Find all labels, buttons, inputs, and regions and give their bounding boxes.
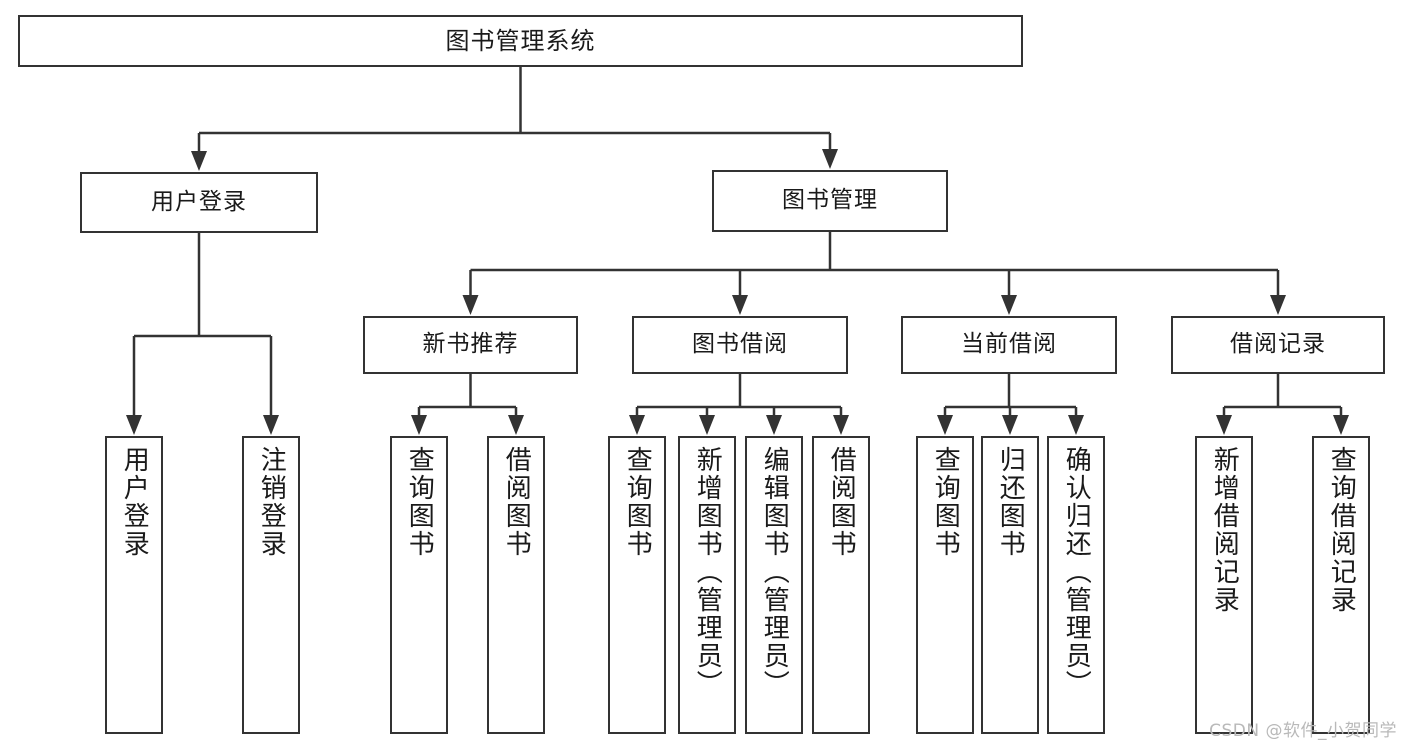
node-root[interactable]: 图书管理系统: [18, 15, 1023, 67]
node-leaf-borrow-book-2[interactable]: 借阅图书: [812, 436, 870, 734]
node-label: 用户登录: [151, 188, 247, 215]
node-label: 归还图书: [995, 446, 1026, 558]
node-leaf-borrow-book-1[interactable]: 借阅图书: [487, 436, 545, 734]
node-leaf-add-book[interactable]: 新增图书（管理员）: [678, 436, 736, 734]
edge-arrowhead: [1001, 295, 1017, 315]
node-borrow-record[interactable]: 借阅记录: [1171, 316, 1385, 374]
node-leaf-edit-book[interactable]: 编辑图书（管理员）: [745, 436, 803, 734]
node-leaf-query-book-2[interactable]: 查询图书: [608, 436, 666, 734]
edge-arrowhead: [1002, 415, 1018, 435]
node-label: 查询图书: [404, 446, 435, 558]
edge-arrowhead: [1216, 415, 1232, 435]
node-leaf-query-book-3[interactable]: 查询图书: [916, 436, 974, 734]
node-leaf-logout[interactable]: 注销登录: [242, 436, 300, 734]
edge-arrowhead: [629, 415, 645, 435]
node-label: 查询图书: [622, 446, 653, 558]
node-label: 注销登录: [256, 446, 287, 558]
node-label: 新增借阅记录: [1209, 446, 1240, 614]
node-user-login[interactable]: 用户登录: [80, 172, 318, 233]
edge-arrowhead: [411, 415, 427, 435]
edge-arrowhead: [732, 295, 748, 315]
node-leaf-add-record[interactable]: 新增借阅记录: [1195, 436, 1253, 734]
node-label: 借阅图书: [501, 446, 532, 558]
edge-arrowhead: [699, 415, 715, 435]
node-label: 确认归还（管理员）: [1061, 446, 1092, 698]
edge-arrowhead: [766, 415, 782, 435]
edge-arrowhead: [937, 415, 953, 435]
node-label: 图书管理系统: [445, 26, 596, 55]
node-label: 借阅图书: [826, 446, 857, 558]
node-label: 查询借阅记录: [1326, 446, 1357, 614]
node-book-manage[interactable]: 图书管理: [712, 170, 948, 232]
node-leaf-confirm-return[interactable]: 确认归还（管理员）: [1047, 436, 1105, 734]
node-label: 编辑图书（管理员）: [759, 446, 790, 698]
watermark: CSDN @软件_小贺同学: [1209, 721, 1397, 741]
edge-arrowhead: [1270, 295, 1286, 315]
edge-arrowhead: [822, 149, 838, 169]
edge-arrowhead: [462, 295, 479, 315]
node-new-book-rec[interactable]: 新书推荐: [363, 316, 578, 374]
edge-arrowhead: [833, 415, 849, 435]
edge-arrowhead: [263, 415, 279, 435]
edge-arrowhead: [508, 415, 524, 435]
node-current-borrow[interactable]: 当前借阅: [901, 316, 1117, 374]
node-leaf-return-book[interactable]: 归还图书: [981, 436, 1039, 734]
edge-arrowhead: [1333, 415, 1349, 435]
node-label: 借阅记录: [1230, 331, 1326, 358]
edge-arrowhead: [126, 415, 142, 435]
edge-arrowhead: [1068, 415, 1084, 435]
node-label: 新增图书（管理员）: [692, 446, 723, 698]
node-label: 图书借阅: [692, 331, 788, 358]
node-label: 图书管理: [782, 187, 878, 214]
node-label: 新书推荐: [422, 331, 519, 358]
edge-arrowhead: [191, 151, 207, 171]
node-label: 当前借阅: [961, 331, 1057, 358]
node-leaf-query-record[interactable]: 查询借阅记录: [1312, 436, 1370, 734]
node-book-borrow[interactable]: 图书借阅: [632, 316, 848, 374]
node-leaf-query-book-1[interactable]: 查询图书: [390, 436, 448, 734]
node-label: 用户登录: [119, 446, 150, 558]
node-label: 查询图书: [930, 446, 961, 558]
node-leaf-user-login[interactable]: 用户登录: [105, 436, 163, 734]
